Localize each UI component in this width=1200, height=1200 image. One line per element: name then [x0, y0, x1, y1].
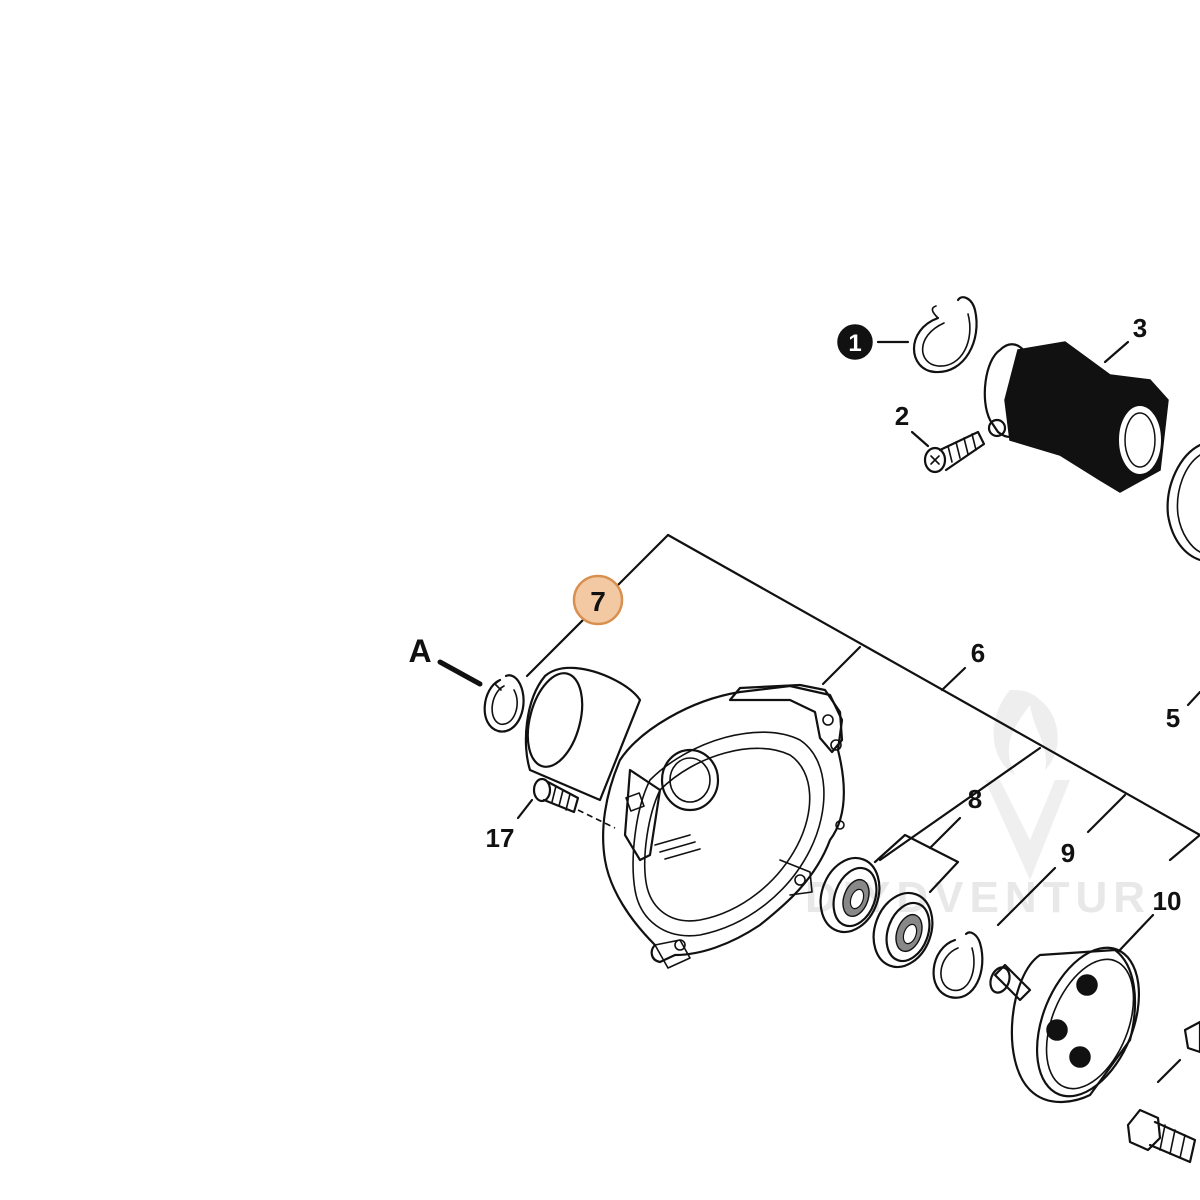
callout-7[interactable]: 7: [572, 574, 624, 626]
callout-A-label[interactable]: A: [408, 633, 431, 669]
callout-3-label[interactable]: 3: [1133, 313, 1147, 343]
callout-1[interactable]: 1: [837, 324, 873, 360]
leader-9: [996, 866, 1057, 927]
screw-part-2: [923, 430, 986, 474]
callout-6-label[interactable]: 6: [971, 638, 985, 668]
leader-3: [1103, 340, 1130, 364]
callout-7-label: 7: [590, 586, 606, 617]
leader-8: [873, 816, 962, 894]
screw-part-17: [532, 777, 580, 814]
partial-part-right: [1166, 443, 1200, 562]
assembly-bracket: [525, 533, 1200, 862]
callout-2-label[interactable]: 2: [895, 401, 909, 431]
leader-17: [516, 798, 534, 820]
external-circlip-7: [483, 674, 525, 733]
callout-5-label[interactable]: 5: [1166, 703, 1180, 733]
leader-bolt: [1156, 1058, 1182, 1084]
watermark-v-icon: [985, 780, 1070, 880]
watermark-flame-icon: [993, 690, 1058, 775]
arrow-A: [437, 659, 483, 687]
leader-2: [910, 430, 930, 448]
callout-9-label[interactable]: 9: [1061, 838, 1075, 868]
callout-8-label[interactable]: 8: [968, 784, 982, 814]
callout-17-label[interactable]: 17: [486, 823, 515, 853]
internal-circlip-9: [932, 931, 984, 999]
screw-17-dashed-path: [577, 809, 616, 829]
leader-6: [940, 666, 967, 692]
callout-1-label: 1: [848, 330, 861, 357]
gear-housing-part-6: [524, 666, 845, 969]
leader-5: [1186, 690, 1200, 707]
leader-10: [1116, 913, 1155, 954]
internal-circlip-top: [913, 296, 978, 374]
ball-bearing-8b: [872, 891, 934, 969]
clamp-part-3: [983, 341, 1169, 493]
callout-10-label[interactable]: 10: [1153, 886, 1182, 916]
bolt-bottom-right: [1126, 1020, 1200, 1164]
ball-bearing-8a: [819, 856, 881, 934]
clutch-drum-part-10: [989, 946, 1141, 1104]
